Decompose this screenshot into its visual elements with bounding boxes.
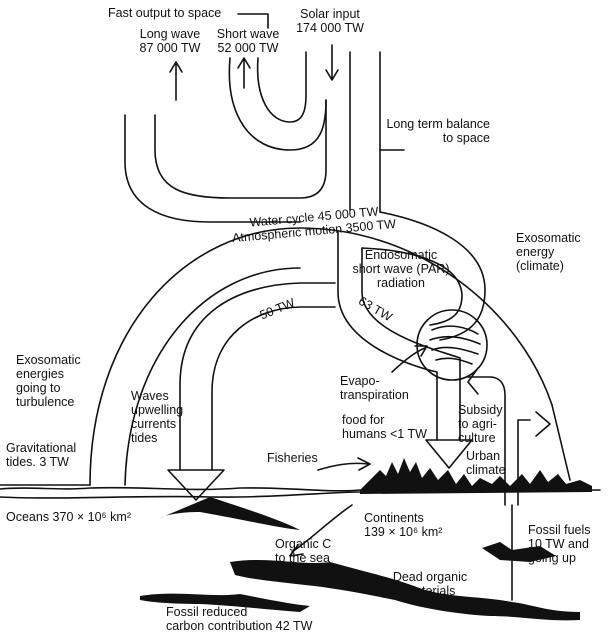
organic-c-label: Organic C to the sea xyxy=(275,537,331,565)
food-label: food for humans <1 TW xyxy=(342,413,427,441)
solar-input-arrow xyxy=(326,45,338,80)
fisheries-arrow xyxy=(318,458,370,470)
inner-arch-inner-edge xyxy=(212,307,335,470)
fast-output-bracket xyxy=(238,14,268,28)
dead-organic-label: Dead organic materials xyxy=(375,570,485,598)
fossil-fuels-label: Fossil fuels 10 TW and going up xyxy=(528,523,591,565)
ocean-arrowhead xyxy=(168,470,224,500)
exosomatic-turbulence-label: Exosomatic energies going to turbulence xyxy=(16,353,81,409)
solar-input-label: Solar input 174 000 TW xyxy=(288,7,372,35)
short-wave-label: Short wave 52 000 TW xyxy=(206,27,290,55)
subsidy-label: Subsidy to agri- culture xyxy=(458,403,502,445)
outer-arch-outer-edge xyxy=(90,228,552,485)
endosomatic-label: Endosomatic short wave (PAR) radiation xyxy=(345,248,457,290)
fast-output-label: Fast output to space xyxy=(108,6,221,20)
continents-label: Continents 139 × 10⁶ km² xyxy=(364,511,442,539)
waves-label: Waves upwelling currents tides xyxy=(131,389,183,445)
organic-sediment xyxy=(160,497,300,530)
gravitational-label: Gravitational tides. 3 TW xyxy=(6,441,76,469)
long-term-balance-label: Long term balance to space xyxy=(366,117,490,145)
long-wave-channel-outer xyxy=(125,115,300,222)
leaf-lines xyxy=(430,326,480,364)
long-wave-label: Long wave 87 000 TW xyxy=(130,27,210,55)
evapotranspiration-label: Evapo- transpiration xyxy=(340,374,409,402)
oceans-label: Oceans 370 × 10⁶ km² xyxy=(6,510,131,524)
fisheries-label: Fisheries xyxy=(267,451,318,465)
climate-channel xyxy=(552,405,570,480)
ocean-surface xyxy=(0,488,360,491)
fossil-reduced-label: Fossil reduced carbon contribution 42 TW xyxy=(166,605,312,633)
short-wave-arrow xyxy=(238,58,250,88)
urban-climate-label: Urban climate xyxy=(466,449,506,477)
short-wave-loop-inner xyxy=(258,52,306,122)
long-wave-arrow xyxy=(170,62,182,100)
exosomatic-climate-label: Exosomatic energy (climate) xyxy=(516,231,581,273)
